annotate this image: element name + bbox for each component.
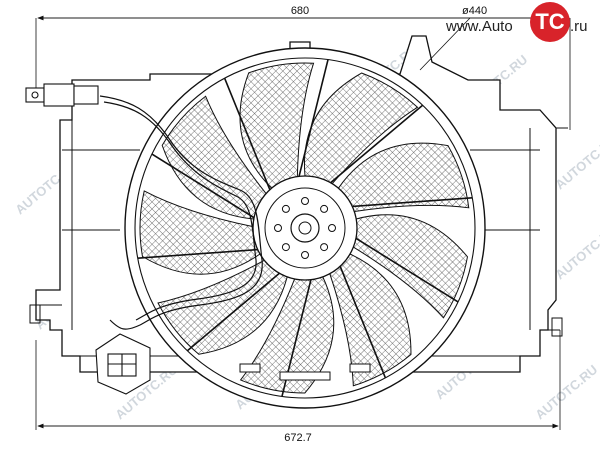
hub-hole — [274, 224, 282, 232]
logo-badge: TC — [530, 2, 570, 42]
top-connector — [25, 83, 99, 107]
hub-hole — [281, 243, 290, 252]
fan-blade — [157, 259, 288, 355]
watermark-text: AUTOTC.RU — [532, 362, 600, 423]
hub-hole — [320, 204, 329, 213]
mount-strut — [339, 266, 387, 379]
wiring-harness — [99, 95, 263, 330]
fan-blade — [161, 95, 267, 220]
fan-diameter-label: ø440 — [462, 5, 487, 17]
mount-strut — [355, 237, 459, 303]
watermark-text: AUTOTC.RU — [552, 222, 600, 283]
mount-strut — [298, 59, 329, 177]
mount-strut — [151, 153, 255, 219]
hub-hole — [301, 197, 309, 205]
mount-strut — [352, 197, 473, 208]
top-width-dimension — [35, 15, 571, 130]
fan-blades — [139, 62, 470, 394]
fan-blade — [239, 62, 315, 189]
mount-strut — [137, 248, 258, 259]
bottom-mount-tabs — [239, 363, 371, 381]
hub-hole — [320, 243, 329, 252]
fan-struts — [137, 59, 473, 397]
fan-blade — [352, 214, 468, 319]
hub-hole — [301, 251, 309, 259]
logo-text-left: www.Auto — [446, 18, 513, 35]
fan-hub — [252, 175, 358, 281]
autotc-logo: www.Auto TC .ru — [446, 2, 596, 48]
bottom-connector — [95, 333, 151, 395]
fan-blade — [337, 142, 470, 213]
hub-hole — [328, 224, 336, 232]
top-width-label: 680 — [291, 5, 309, 17]
watermark-text: AUTOTC.RU — [552, 132, 600, 193]
mount-strut — [223, 77, 271, 190]
diameter-leader — [419, 17, 471, 71]
fan-blade — [139, 190, 261, 275]
bottom-width-label: 672.7 — [284, 432, 312, 444]
mount-strut — [330, 104, 424, 184]
mount-strut — [186, 272, 280, 352]
hub-hole — [281, 204, 290, 213]
logo-text-right: .ru — [570, 18, 588, 35]
bottom-width-dimension — [35, 330, 561, 430]
fan-blade — [239, 276, 335, 394]
